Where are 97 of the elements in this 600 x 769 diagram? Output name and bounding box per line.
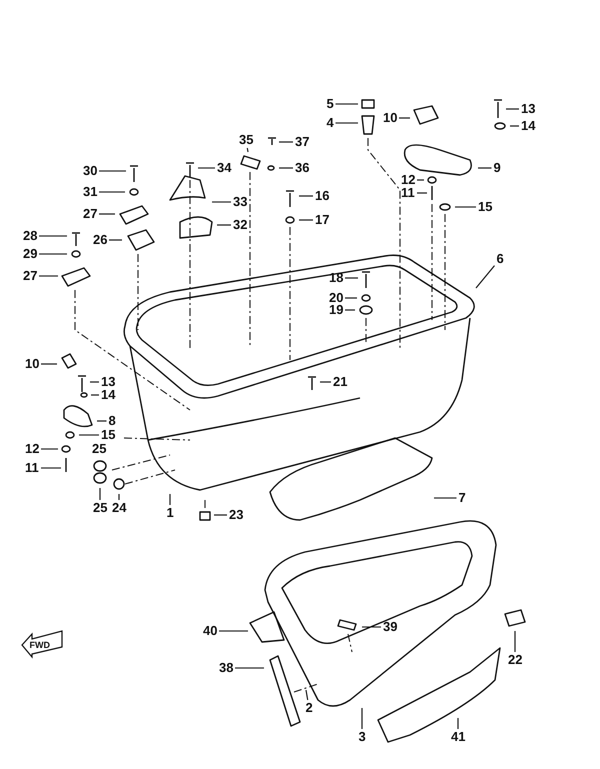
leader-line (345, 297, 357, 299)
callout-number: 29 (22, 247, 38, 261)
leader-line (214, 514, 227, 516)
leader-line (79, 434, 99, 436)
callout-number: 23 (228, 508, 244, 522)
callout-number: 26 (92, 233, 108, 247)
callout-number: 34 (216, 161, 232, 175)
leader-line (476, 265, 495, 288)
callout-number: 12 (400, 173, 416, 187)
leader-line (91, 394, 99, 396)
leader-line (41, 448, 58, 450)
direction-label: FWD (28, 639, 51, 652)
leader-line (97, 420, 106, 422)
callout-number: 27 (22, 269, 38, 283)
leader-line (514, 631, 516, 652)
callout-number: 13 (100, 375, 116, 389)
leader-line (90, 381, 99, 383)
leader-line (336, 103, 358, 105)
callout-number: 36 (294, 161, 310, 175)
leader-line (219, 630, 248, 632)
callout-number: 9 (492, 161, 502, 175)
leader-line (305, 690, 308, 700)
callout-number: 30 (82, 164, 98, 178)
callout-number: 31 (82, 185, 98, 199)
leader-line (336, 122, 358, 124)
callout-number: 41 (450, 730, 466, 744)
callout-number: 3 (358, 730, 367, 744)
callout-number: 10 (382, 111, 398, 125)
leader-line (109, 239, 122, 241)
leader-line (99, 191, 125, 193)
leader-line (362, 626, 381, 628)
leader-line (246, 148, 249, 152)
callout-number: 14 (520, 119, 536, 133)
callout-number: 4 (326, 116, 335, 130)
leader-line (39, 253, 67, 255)
callout-number: 11 (400, 186, 416, 200)
leader-line (478, 167, 492, 169)
leader-line (299, 195, 313, 197)
leader-line (345, 277, 358, 279)
leader-line (99, 213, 115, 215)
leader-line (299, 219, 313, 221)
callout-number: 13 (520, 102, 536, 116)
callout-number: 22 (507, 653, 524, 667)
leader-line (217, 224, 231, 226)
leader-line (169, 494, 171, 505)
callout-number: 25 (92, 501, 108, 515)
callout-number: 8 (108, 414, 117, 428)
leader-line (212, 201, 231, 203)
callout-number: 15 (477, 200, 494, 214)
callout-number: 21 (332, 375, 348, 389)
callout-number: 32 (232, 218, 248, 232)
callout-number: 19 (328, 303, 344, 317)
leader-line (39, 275, 58, 277)
leader-line (345, 309, 355, 311)
leader-line (320, 381, 331, 383)
leader-line (41, 363, 57, 365)
callout-number: 12 (24, 442, 40, 456)
leader-line (235, 667, 264, 669)
callout-number: 24 (111, 501, 128, 515)
callout-number: 39 (382, 620, 398, 634)
callout-number: 11 (24, 461, 40, 475)
leader-line (455, 206, 476, 208)
callout-number: 7 (458, 491, 467, 505)
leader-line (99, 170, 126, 172)
callout-number: 14 (100, 388, 116, 402)
leader-line (510, 125, 519, 127)
callout-number: 17 (314, 213, 330, 227)
leader-line (417, 179, 424, 181)
leader-line (506, 108, 519, 110)
leader-line (99, 488, 101, 500)
callout-number: 27 (82, 207, 98, 221)
leader-line (457, 718, 459, 729)
leader-line (198, 167, 215, 169)
callout-number: 15 (100, 428, 116, 442)
leader-line (417, 192, 427, 194)
callout-number: 6 (496, 252, 505, 266)
callout-number: 37 (294, 135, 310, 149)
leader-line (399, 117, 410, 119)
leader-line (279, 141, 293, 143)
callout-number: 35 (238, 133, 254, 147)
callout-number: 16 (314, 189, 330, 203)
callout-number: 10 (24, 357, 40, 371)
leader-line (39, 235, 67, 237)
leader-line (279, 167, 293, 169)
callout-number: 40 (202, 624, 218, 638)
callout-number: 1 (166, 506, 175, 520)
callout-number: 33 (232, 195, 248, 209)
callout-number: 20 (328, 291, 344, 305)
leader-line (118, 494, 120, 500)
callout-number: 25 (91, 442, 108, 456)
callout-number: 5 (326, 97, 335, 111)
callout-number: 28 (22, 229, 38, 243)
callout-number: 2 (304, 701, 314, 715)
leader-line (434, 497, 456, 499)
callout-number: 38 (218, 661, 234, 675)
leader-line (361, 708, 363, 729)
leader-line (41, 467, 61, 469)
